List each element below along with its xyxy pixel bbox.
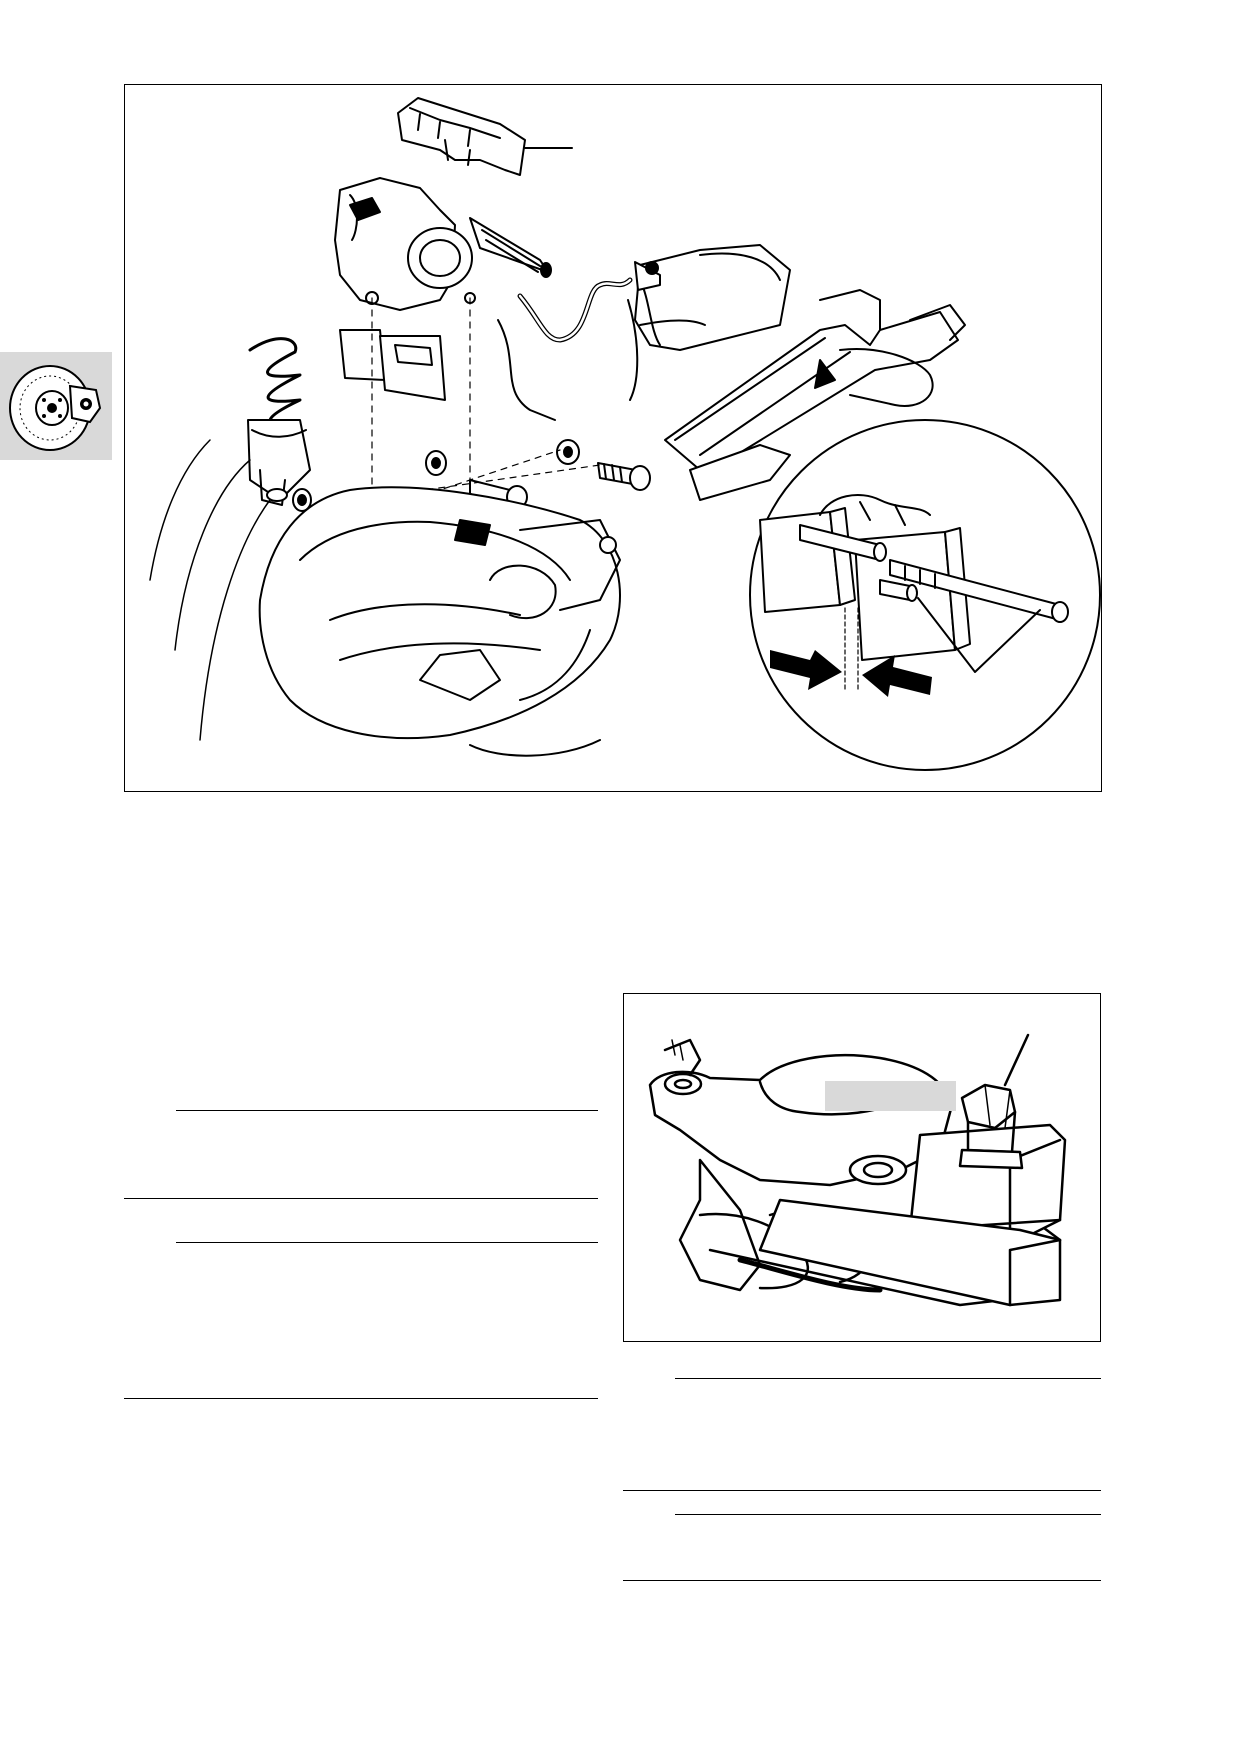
section-tab bbox=[0, 352, 112, 460]
right-rule-4 bbox=[623, 1580, 1101, 1581]
figure-frame-caliper-tool bbox=[623, 993, 1101, 1342]
brake-disc-icon bbox=[9, 365, 102, 451]
figure-frame-exploded-view bbox=[124, 84, 1102, 792]
right-rule-1 bbox=[675, 1378, 1101, 1379]
left-rule-3 bbox=[176, 1242, 598, 1243]
left-rule-4 bbox=[124, 1398, 598, 1399]
left-rule-1 bbox=[176, 1110, 598, 1111]
left-rule-2 bbox=[124, 1198, 598, 1199]
right-rule-3 bbox=[675, 1514, 1101, 1515]
right-rule-2 bbox=[623, 1490, 1101, 1491]
